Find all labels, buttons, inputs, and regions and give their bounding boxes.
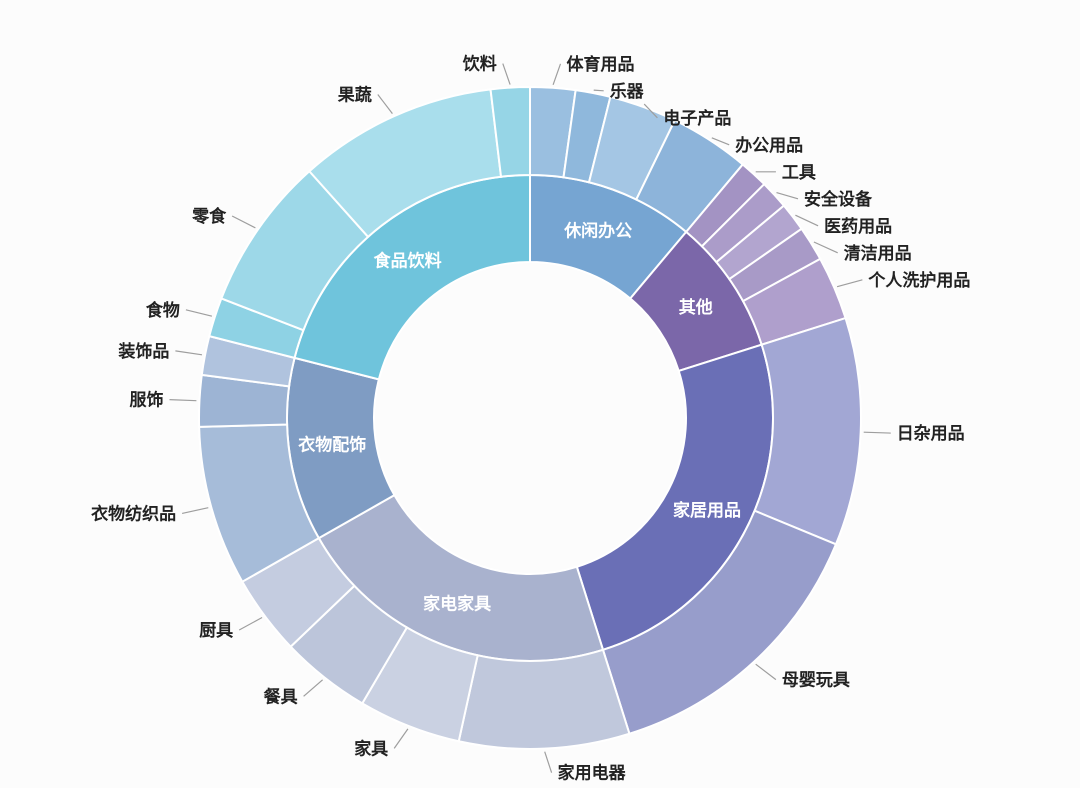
outer-label-sports-goods: 体育用品 <box>567 54 635 74</box>
outer-label-beverages: 饮料 <box>462 54 497 74</box>
outer-label-tools: 工具 <box>782 163 816 182</box>
inner-label-food-beverage: 食品饮料 <box>374 250 442 270</box>
outer-label-apparel: 服饰 <box>130 390 164 410</box>
inner-label-clothing-accessories: 衣物配饰 <box>298 435 366 455</box>
outer-label-snacks: 零食 <box>191 206 227 226</box>
outer-label-furniture: 家具 <box>354 738 388 758</box>
leader-line-beverages <box>502 63 511 85</box>
leader-line-tableware <box>303 679 323 697</box>
sunburst-segment-beverages[interactable] <box>489 85 531 178</box>
inner-label-appliances-furniture: 家电家具 <box>423 594 491 614</box>
outer-label-cleaning-supplies: 清洁用品 <box>844 243 912 263</box>
outer-label-personal-care: 个人洗护用品 <box>867 270 970 290</box>
inner-label-others: 其他 <box>679 297 713 317</box>
leader-line-fruits-vegetables <box>377 94 393 114</box>
leader-line-snacks <box>231 215 256 229</box>
leader-line-home-appliances <box>544 751 553 773</box>
leader-line-safety-equipment <box>776 192 799 200</box>
outer-label-daily-sundries: 日杂用品 <box>897 423 965 443</box>
outer-label-fruits-vegetables: 果蔬 <box>338 86 372 105</box>
leader-line-cleaning-supplies <box>813 241 838 254</box>
outer-label-office-supplies: 办公用品 <box>735 135 803 155</box>
outer-label-tableware: 餐具 <box>264 686 298 706</box>
leader-line-decorations <box>175 350 203 356</box>
leader-line-office-supplies <box>711 137 730 146</box>
outer-label-safety-equipment: 安全设备 <box>804 189 873 209</box>
outer-label-clothing-textiles: 衣物纺织品 <box>91 503 176 523</box>
leader-line-medical-supplies <box>795 214 819 227</box>
leader-line-clothing-textiles <box>181 507 209 514</box>
leader-line-furniture <box>393 728 409 749</box>
leader-line-food <box>185 309 213 317</box>
inner-label-household-goods: 家居用品 <box>673 500 741 520</box>
outer-label-musical-instruments: 乐器 <box>610 82 645 101</box>
outer-label-electronics: 电子产品 <box>663 108 731 128</box>
leader-line-musical-instruments <box>593 89 604 92</box>
leader-line-kitchenware <box>238 616 263 631</box>
leader-line-apparel <box>169 399 197 402</box>
outer-label-home-appliances: 家用电器 <box>558 763 627 783</box>
outer-label-decorations: 装饰品 <box>117 341 169 361</box>
outer-label-baby-toys: 母婴玩具 <box>782 671 850 690</box>
leader-line-sports-goods <box>552 63 562 85</box>
leader-line-personal-care <box>836 279 863 288</box>
outer-label-kitchenware: 厨具 <box>199 621 233 640</box>
outer-label-food: 食物 <box>146 300 180 320</box>
sunburst-segment-home-appliances[interactable] <box>457 648 631 751</box>
leader-line-daily-sundries <box>863 431 891 434</box>
leader-line-electronics <box>643 103 658 119</box>
leader-line-baby-toys <box>755 663 777 681</box>
inner-label-leisure-office: 休闲办公 <box>563 221 632 241</box>
outer-label-medical-supplies: 医药用品 <box>824 216 892 236</box>
